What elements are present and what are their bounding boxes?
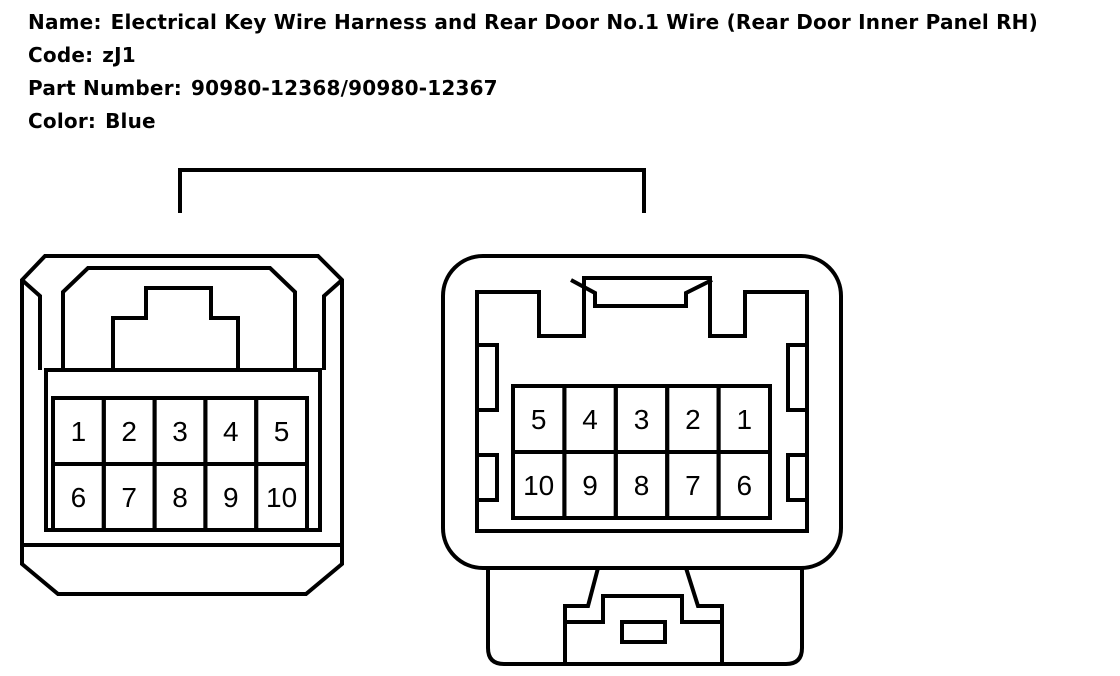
color-label: Color: [28, 109, 97, 133]
right-connector-housing [441, 254, 843, 570]
left-pin-cell [254, 462, 310, 532]
right-connector-lock-notch-right-upper [786, 343, 807, 412]
right-pin-number: 9 [582, 470, 598, 501]
left-pin-number: 5 [274, 416, 290, 447]
left-pin-number: 8 [172, 482, 188, 513]
right-pin-number: 2 [685, 404, 701, 435]
right-connector-lock-notch-left-upper [477, 343, 499, 412]
left-pin-number: 9 [223, 482, 239, 513]
right-connector-lock-notch-left-lower [477, 453, 499, 502]
right-pin-number: 4 [582, 404, 598, 435]
right-pin-number: 6 [737, 470, 753, 501]
right-pin-number: 10 [523, 470, 554, 501]
right-connector-lower-lock-body [486, 568, 804, 666]
left-pin-number: 10 [266, 482, 297, 513]
right-connector-lock-button [620, 620, 667, 644]
left-connector-housing [20, 254, 344, 596]
left-pin-number: 4 [223, 416, 239, 447]
left-connector-lock-tab [111, 286, 240, 370]
right-connector-lock-tab [565, 594, 722, 624]
right-connector-lock-arms [563, 567, 724, 664]
name-label: Name: [28, 10, 102, 34]
connector-info: Name: Electrical Key Wire Harness and Rea… [28, 6, 1038, 138]
name-value: Electrical Key Wire Harness and Rear Doo… [110, 10, 1038, 34]
code-value: zJ1 [102, 43, 136, 67]
color-row: Color: Blue [28, 105, 1038, 138]
left-pin-number: 1 [71, 416, 87, 447]
right-pin-cell [716, 450, 772, 520]
left-pin-number: 3 [172, 416, 188, 447]
right-pin-number: 1 [737, 404, 753, 435]
left-pin-number: 7 [121, 482, 137, 513]
right-connector-lock-notch-right-lower [786, 453, 807, 502]
mating-bracket [178, 168, 646, 213]
code-label: Code: [28, 43, 94, 67]
left-connector-side-rail-right [322, 278, 344, 370]
part-number-value: 90980-12368/90980-12367 [190, 76, 498, 100]
right-pin-number: 7 [685, 470, 701, 501]
left-connector-lock-frame [61, 266, 297, 370]
right-connector-inner-frame [475, 276, 809, 533]
part-number-row: Part Number: 90980-12368/90980-12367 [28, 72, 1038, 105]
right-pin-number: 3 [634, 404, 650, 435]
color-value: Blue [105, 109, 156, 133]
left-connector-side-rail-left [20, 278, 42, 370]
right-pin-number: 8 [634, 470, 650, 501]
pin-cells: 1 2 3 4 5 6 7 8 9 10 5 4 3 2 1 10 9 8 7 6 [51, 384, 772, 532]
part-number-label: Part Number: [28, 76, 182, 100]
right-connector-latch-groove [570, 278, 713, 308]
left-pin-number: 6 [71, 482, 87, 513]
right-pin-number: 5 [531, 404, 547, 435]
name-row: Name: Electrical Key Wire Harness and Rea… [28, 6, 1038, 39]
left-connector-inner-frame [44, 368, 322, 532]
code-row: Code: zJ1 [28, 39, 1038, 72]
left-pin-number: 2 [121, 416, 137, 447]
